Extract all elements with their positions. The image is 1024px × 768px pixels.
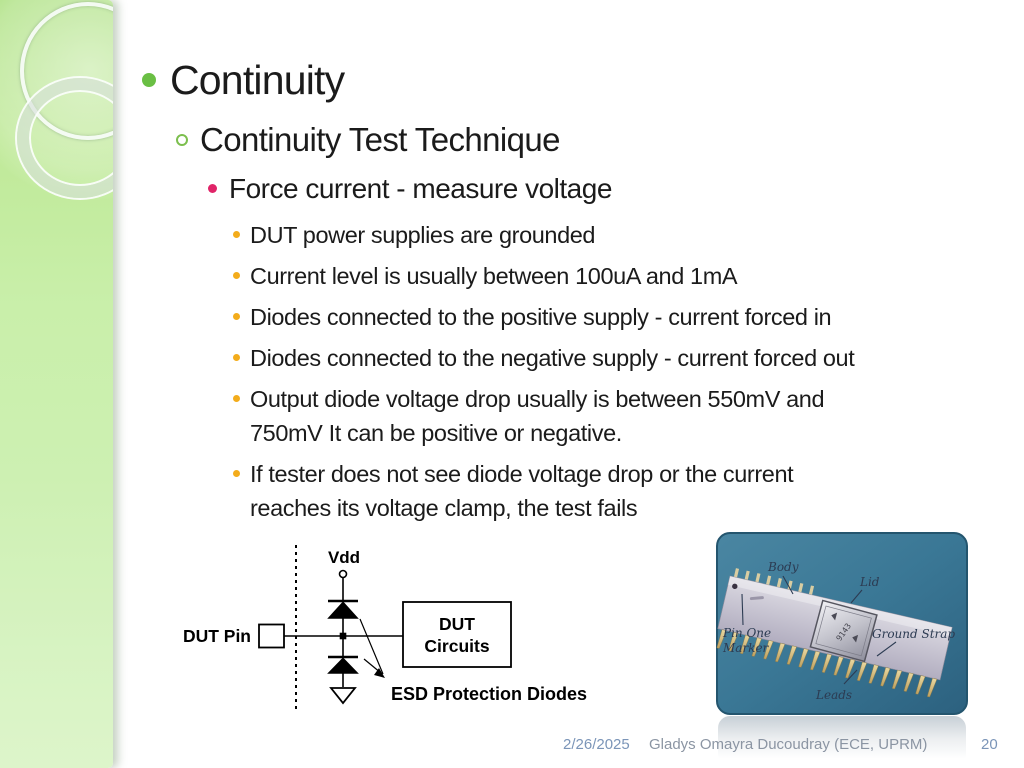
- subtitle: Continuity Test Technique: [200, 121, 560, 158]
- bullet-icon: [233, 313, 240, 320]
- upper-esd-diode: [327, 601, 359, 619]
- list-item-text: Output diode voltage drop usually is bet…: [250, 382, 825, 450]
- list-item-text: Diodes connected to the positive supply …: [250, 304, 832, 330]
- list-item: Output diode voltage drop usually is bet…: [233, 382, 1008, 450]
- lower-esd-diode: [327, 657, 359, 674]
- body-label: Body: [767, 560, 799, 574]
- lid-label: Lid: [859, 575, 880, 589]
- esd-circuit-diagram: Vdd DUT Pin DUT Circuits ESD Protection …: [183, 545, 587, 711]
- bullet-icon: [233, 231, 240, 238]
- dut-pin-box: [258, 623, 285, 649]
- dut-circuits-label-line2: Circuits: [424, 636, 489, 656]
- esd-pointer-arrowhead: [374, 668, 385, 678]
- body-scratch: [749, 596, 764, 601]
- title-row: Continuity: [142, 56, 1008, 104]
- list-item-text: Current level is usually between 100uA a…: [250, 263, 738, 289]
- list-item-text: DUT power supplies are grounded: [250, 222, 596, 248]
- bullet-icon: [233, 272, 240, 279]
- chip-lid: 9143: [809, 599, 878, 663]
- dut-pin-label: DUT Pin: [183, 626, 251, 646]
- list-item: If tester does not see diode voltage dro…: [233, 457, 1008, 525]
- chip-package: 9143: [716, 568, 953, 698]
- dut-circuits-box: [402, 601, 512, 668]
- bullet-icon: [142, 73, 156, 87]
- photo-annotations: Body Lid Pin One Marker Ground Strap Lea…: [722, 560, 955, 702]
- leads-label: Leads: [815, 688, 852, 702]
- pin-one-label-line1: Pin One: [722, 626, 771, 640]
- pin-one-label-line2: Marker: [722, 641, 770, 655]
- subtitle-row: Continuity Test Technique: [176, 120, 1008, 160]
- sub-subtitle-row: Force current - measure voltage: [208, 172, 1008, 206]
- page-title: Continuity: [170, 57, 345, 103]
- decorative-side-panel: [0, 0, 113, 768]
- esd-diodes-label: ESD Protection Diodes: [391, 684, 587, 704]
- bullet-icon: [233, 470, 240, 477]
- dut-circuits-label-line1: DUT: [439, 614, 475, 634]
- annotation-lines: [741, 575, 897, 685]
- sub-subtitle: Force current - measure voltage: [229, 173, 612, 204]
- chip-front-pins: [716, 629, 938, 698]
- lid-logo-mark: [831, 612, 838, 621]
- footer-date: 2/26/2025: [563, 736, 630, 753]
- list-item: Diodes connected to the positive supply …: [233, 300, 1008, 334]
- pin-one-marker-dot: [732, 583, 738, 590]
- list-item: DUT power supplies are grounded: [233, 218, 1008, 252]
- ground-strap-label: Ground Strap: [872, 627, 955, 641]
- slide-body: Continuity Continuity Test Technique For…: [142, 56, 1008, 532]
- bullet-icon: [233, 395, 240, 402]
- footer-author: Gladys Omayra Ducoudray (ECE, UPRM): [649, 736, 928, 753]
- bullet-icon: [208, 184, 217, 193]
- lid-logo-mark: [852, 634, 859, 643]
- list-item-text: If tester does not see diode voltage dro…: [250, 457, 794, 525]
- dip-package-photo: 9143 Body Lid Pin One Marker Ground Stra…: [716, 532, 968, 715]
- esd-pointer-line: [359, 618, 384, 675]
- footer-page-number: 20: [981, 736, 998, 753]
- vdd-terminal: [338, 569, 348, 579]
- chip-back-pins: [733, 568, 815, 597]
- list-item-line: Output diode voltage drop usually is bet…: [250, 386, 825, 412]
- list-item: Current level is usually between 100uA a…: [233, 259, 1008, 293]
- list-item-line: reaches its voltage clamp, the test fail…: [250, 495, 638, 521]
- list-item-text: Diodes connected to the negative supply …: [250, 345, 855, 371]
- list-item: Diodes connected to the negative supply …: [233, 341, 1008, 375]
- photo-reflection: [718, 716, 966, 766]
- list-item-line: If tester does not see diode voltage dro…: [250, 461, 794, 487]
- vdd-label: Vdd: [328, 548, 360, 567]
- list-item-line: 750mV It can be positive or negative.: [250, 420, 622, 446]
- bullet-circle-icon: [176, 134, 188, 146]
- ground-symbol: [329, 687, 357, 705]
- bullet-icon: [233, 354, 240, 361]
